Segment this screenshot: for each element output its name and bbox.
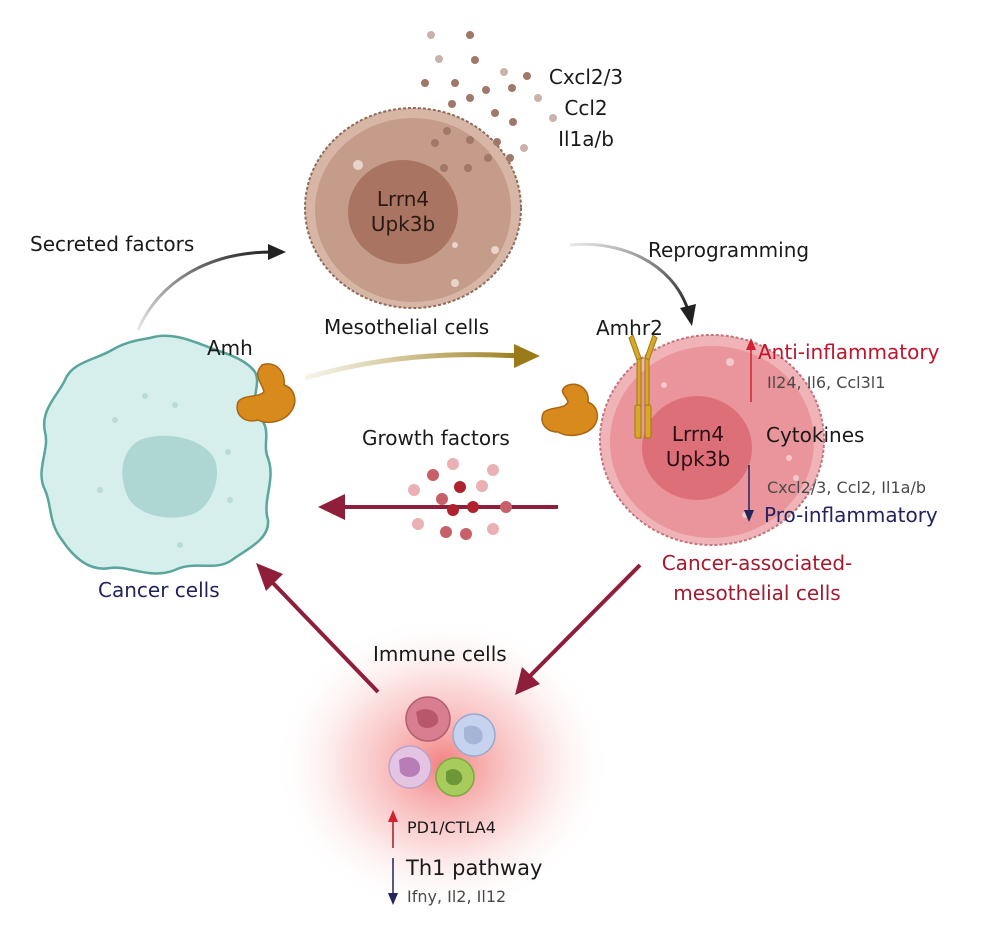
th1-pathway-label: Th1 pathway	[406, 856, 543, 880]
secreted-cytokines-list: Cxcl2/3 Ccl2 Il1a/b	[536, 62, 636, 155]
anti-inflammatory-label: Anti-inflammatory	[758, 340, 940, 364]
pro-inflammatory-label: Pro-inflammatory	[764, 503, 938, 527]
anti-inflammatory-genes: Il24, Il6, Ccl3l1	[767, 373, 886, 392]
mesothelial-cell	[304, 107, 522, 309]
growth-factors-label: Growth factors	[362, 426, 510, 450]
amh-label: Amh	[207, 336, 253, 360]
secreted-cytokine-label: Ccl2	[564, 96, 608, 120]
nucleus-gene-1: Lrrn4	[671, 422, 725, 446]
secreted-factors-label: Secreted factors	[30, 232, 195, 256]
reprogramming-label: Reprogramming	[648, 238, 810, 262]
cam-label: Cancer-associated- mesothelial cells	[632, 548, 882, 608]
amhr2-label: Amhr2	[596, 316, 663, 340]
nucleus-gene-1: Lrrn4	[376, 187, 430, 211]
cytokines-label: Cytokines	[766, 423, 865, 447]
cancer-cell	[40, 334, 272, 575]
cancer-nucleus	[122, 435, 218, 518]
cam-nucleus-label: Lrrn4 Upk3b	[643, 422, 753, 472]
immune-cells-label: Immune cells	[373, 642, 507, 666]
growth-factor-dots	[408, 458, 512, 540]
secreted-cytokine-label: Cxcl2/3	[548, 65, 624, 89]
nucleus-gene-2: Upk3b	[665, 447, 731, 471]
mesothelial-cells-label: Mesothelial cells	[324, 315, 490, 339]
cam-to-immune-arrow	[528, 563, 642, 678]
amh-signal-arrow	[304, 352, 521, 381]
nucleus-gene-2: Upk3b	[370, 212, 436, 236]
immune-cells	[388, 696, 496, 797]
th1-genes-label: Ifny, Il2, Il12	[407, 887, 507, 906]
secreted-cytokine-label: Il1a/b	[558, 127, 614, 151]
pro-inflammatory-genes: Cxcl2/3, Ccl2, Il1a/b	[767, 478, 926, 497]
pd1-ctla4-label: PD1/CTLA4	[407, 818, 496, 837]
cancer-cells-label: Cancer cells	[98, 578, 220, 602]
mesothelial-nucleus-label: Lrrn4 Upk3b	[348, 187, 458, 237]
reprogramming-arrow	[569, 242, 690, 311]
immune-to-cancer-arrow	[270, 580, 380, 694]
amh-ligand-icon	[236, 363, 296, 423]
secreted-factors-arrow	[136, 250, 273, 331]
cam-cell	[599, 334, 825, 546]
cam-label-line-1: Cancer-associated-	[661, 551, 853, 575]
cam-nucleus	[642, 396, 752, 500]
secreted-cytokine-dots	[421, 31, 557, 172]
mesothelial-nucleus	[348, 160, 458, 264]
amh-free-icon	[541, 383, 599, 437]
cam-label-line-2: mesothelial cells	[673, 581, 841, 605]
amhr2-receptor-icon	[628, 334, 658, 439]
